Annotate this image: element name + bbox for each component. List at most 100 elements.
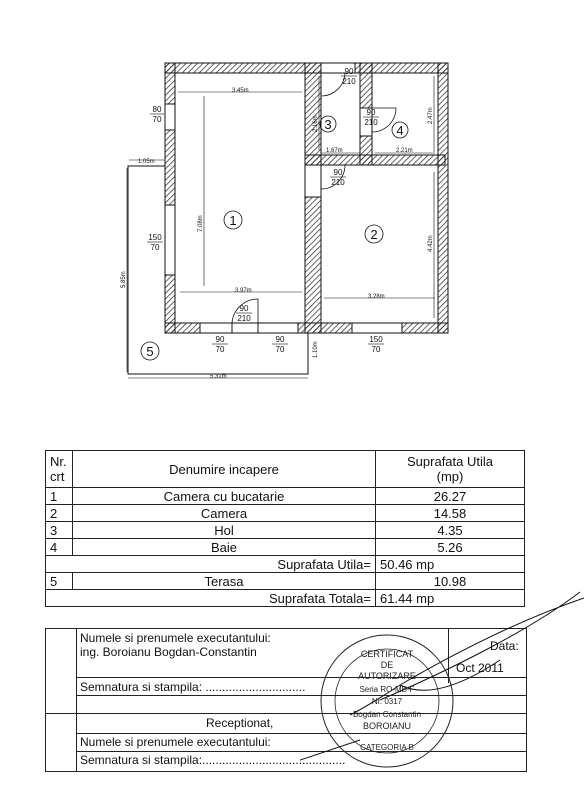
- door-opening-2: [320, 62, 356, 74]
- cell-nr: 5: [45, 572, 73, 590]
- dim-label: 2.47m: [428, 107, 434, 124]
- window-openings: [164, 62, 403, 334]
- door-label-top: 90: [240, 304, 249, 313]
- dim-label: 3.28m: [368, 294, 385, 300]
- stamp-line: Bogdan Constantin: [353, 710, 421, 719]
- room-number: 3: [324, 117, 331, 132]
- cell-area: 26.27: [375, 487, 525, 505]
- wall-partition-mid: [304, 154, 446, 166]
- subtotal-value: 50.46 mp: [375, 555, 525, 573]
- dim-label: 2.21m: [396, 148, 413, 154]
- total-row: Suprafata Totala= 61.44 mp: [45, 589, 525, 607]
- subtotal-row: Suprafata Utila= 50.46 mp: [45, 555, 525, 573]
- stamp-line: CATEGORIA B: [360, 743, 414, 752]
- dim-label: 5.85m: [121, 271, 127, 288]
- authorization-stamp: CERTIFICAT DE AUTORIZARE Seria RO-MB-F N…: [320, 634, 454, 768]
- dim-label: 7.08m: [198, 215, 204, 232]
- door-opening-1: [231, 322, 259, 334]
- signature-label-2: Semnatura si stampila:..................…: [80, 753, 346, 767]
- divider: [76, 677, 526, 678]
- window-left-top: [164, 103, 176, 131]
- subtotal-label: Suprafata Utila=: [45, 555, 376, 573]
- dim-label: 3.97m: [235, 288, 252, 294]
- cell-area: 5.26: [375, 538, 525, 556]
- total-label: Suprafata Totala=: [45, 589, 376, 607]
- table-row: 1 Camera cu bucatarie 26.27: [45, 487, 525, 505]
- cell-nr: 1: [45, 487, 73, 505]
- cell-name: Camera: [72, 504, 376, 522]
- window-label-bottom: 70: [153, 115, 162, 124]
- door-swings: [231, 72, 397, 324]
- wall-group: [164, 62, 449, 334]
- dim-label: 4.42m: [428, 235, 434, 252]
- window-label-top: 150: [148, 233, 162, 242]
- divider: [46, 713, 526, 714]
- date-label: Data:: [490, 639, 519, 653]
- table-header: Nr.crt Denumire incapere Suprafata Utila…: [45, 450, 525, 488]
- stamp-line: Seria RO-MB-F: [359, 685, 414, 694]
- door-label-bottom: 210: [331, 178, 345, 187]
- door-label-top: 90: [345, 67, 354, 76]
- window-label-bottom: 70: [372, 345, 381, 354]
- window-label-bottom: 70: [151, 243, 160, 252]
- cell-name: Hol: [72, 521, 376, 539]
- window-label-bottom: 70: [276, 345, 285, 354]
- door-label-top: 90: [334, 168, 343, 177]
- divider: [76, 695, 526, 696]
- cell-area: 10.98: [375, 572, 525, 590]
- header-area: Suprafata Utila(mp): [375, 450, 525, 488]
- room-markers: [140, 115, 409, 361]
- certification-block: Numele si prenumele executantului: ing. …: [45, 628, 527, 772]
- table-row: 2 Camera 14.58: [45, 504, 525, 522]
- window-label-top: 80: [153, 105, 162, 114]
- header-name: Denumire incapere: [72, 450, 376, 488]
- stamp-line: DE: [381, 660, 394, 670]
- window-label-top: 90: [276, 335, 285, 344]
- dim-label: 1.67m: [326, 148, 343, 154]
- stamp-line: CERTIFICAT: [361, 649, 414, 659]
- dimension-lines: [126, 76, 435, 379]
- window-bottom-1: [199, 322, 233, 334]
- table-row: 3 Hol 4.35: [45, 521, 525, 539]
- cell-name: Terasa: [72, 572, 376, 590]
- door-label-top: 90: [367, 108, 376, 117]
- stamp-line: AUTORIZARE: [358, 671, 416, 681]
- room-number: 1: [229, 213, 236, 228]
- divider: [76, 629, 77, 771]
- window-label-top: 90: [216, 335, 225, 344]
- dim-label: 5.31m: [210, 374, 227, 380]
- cell-area: 14.58: [375, 504, 525, 522]
- divider: [448, 629, 449, 683]
- received-label: Receptionat,: [206, 716, 274, 730]
- cell-name: Baie: [72, 538, 376, 556]
- signature-scribble: [300, 591, 584, 761]
- wall-partition-1: [304, 62, 322, 334]
- cell-nr: 4: [45, 538, 73, 556]
- table-row: 4 Baie 5.26: [45, 538, 525, 556]
- window-bottom-3: [351, 322, 403, 334]
- total-value: 61.44 mp: [375, 589, 525, 607]
- window-label-bottom: 70: [216, 345, 225, 354]
- window-label-top: 150: [369, 335, 383, 344]
- stamp-line: Nr. 0317: [372, 697, 403, 706]
- cell-area: 4.35: [375, 521, 525, 539]
- door-label-bottom: 210: [342, 77, 356, 86]
- table-row: 5 Terasa 10.98: [45, 572, 525, 590]
- floor-plan: 3.45m 3.97m 3.28m 1.67m 2.21m 1.05m 5.31…: [121, 62, 449, 380]
- rooms-table: Nr.crt Denumire incapere Suprafata Utila…: [45, 450, 525, 607]
- room-number: 2: [370, 227, 377, 242]
- dim-label: 1.10m: [313, 341, 319, 358]
- window-bottom-2: [257, 322, 299, 334]
- window-left-mid: [164, 204, 176, 276]
- executant-label-2: Numele si prenumele executantului:: [80, 735, 271, 749]
- executant-label: Numele si prenumele executantului:: [80, 631, 271, 645]
- signature-label: Semnatura si stampila: .................…: [80, 680, 306, 694]
- dim-label: 1.05m: [138, 159, 155, 165]
- room-number: 4: [396, 123, 403, 138]
- date-value: Oct 2011: [456, 661, 504, 675]
- divider: [76, 751, 526, 752]
- cell-nr: 3: [45, 521, 73, 539]
- cell-nr: 2: [45, 504, 73, 522]
- door-label-bottom: 210: [364, 118, 378, 127]
- dim-label: 2.16m: [313, 115, 319, 132]
